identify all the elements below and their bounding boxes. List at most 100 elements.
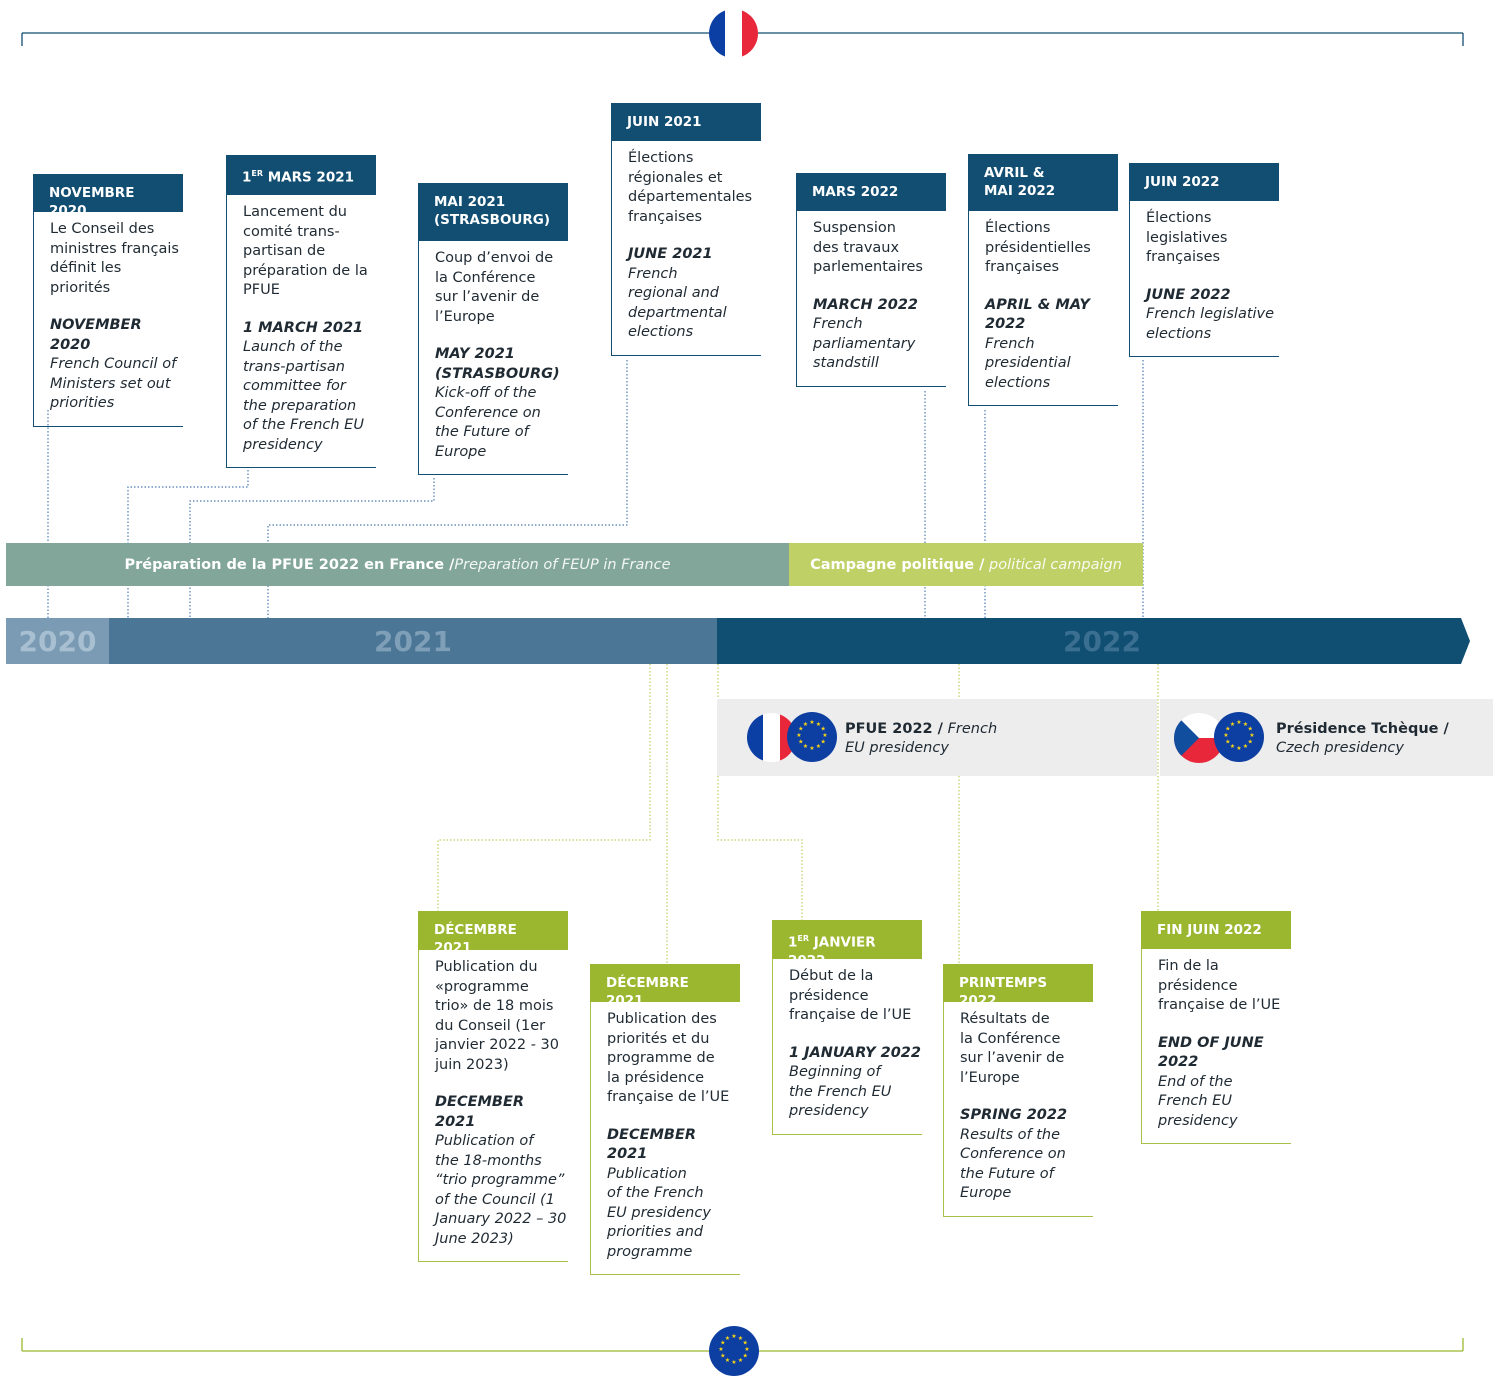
event-body: Suspension des travaux parlementaires MA… (796, 211, 946, 387)
event-text-fr: Le Conseil des ministres français défini… (50, 221, 179, 296)
event-card-decembre-2021-trio: DÉCEMBRE 2021 Publication du «programme … (418, 911, 568, 1262)
presidency-label-czech: Présidence Tchèque / Czech presidency (1276, 721, 1449, 756)
event-header: NOVEMBRE 2020 (33, 174, 183, 219)
event-date-en: DECEMBER 2021 (607, 1126, 697, 1163)
svg-text:★: ★ (1248, 739, 1253, 746)
svg-text:★: ★ (744, 1346, 749, 1353)
event-body: Résultats de la Conférence sur l’avenir … (943, 1002, 1093, 1217)
event-text-en: French Council of Ministers set out prio… (50, 356, 177, 411)
event-text-en: Kick-off of the Conference on the Future… (435, 385, 541, 460)
event-text-en: French parliamentary standstill (813, 316, 916, 371)
event-card-decembre-2021-programme: DÉCEMBRE 2021 Publication des priorités … (590, 964, 740, 1275)
event-body: Lancement du comité trans- partisan de p… (226, 195, 376, 468)
event-text-en: Results of the Conference on the Future … (960, 1126, 1066, 1202)
top-frame (21, 32, 1464, 46)
event-header: 1ER JANVIER 2022 (772, 920, 922, 969)
event-header: AVRIL & MAI 2022 (968, 154, 1118, 211)
svg-text:★: ★ (720, 1353, 725, 1360)
svg-text:★: ★ (743, 1340, 748, 1347)
svg-text:★: ★ (816, 743, 821, 750)
event-card-mars-2022: MARS 2022 Suspension des travaux parleme… (796, 173, 946, 387)
event-text-en: Launch of the trans-partisan committee f… (243, 339, 364, 453)
presidency-box-french: ★★★★ ★★★★ ★★★★ PFUE 2022 / French EU pre… (717, 699, 1157, 776)
period-bar-preparation: Préparation de la PFUE 2022 en France /P… (6, 543, 789, 586)
czech-flag-icon (1174, 713, 1224, 763)
event-text-fr: Élections présidentielles françaises (985, 220, 1091, 275)
event-text-fr: Publication des priorités et du programm… (607, 1011, 730, 1105)
event-text-en: End of the French EU presidency (1158, 1073, 1238, 1129)
event-text-en: French presidential elections (985, 335, 1071, 391)
event-date-en: JUNE 2021 (628, 246, 713, 262)
svg-text:★: ★ (1225, 726, 1230, 733)
svg-text:★: ★ (1249, 732, 1254, 739)
year-2022: 2022 (717, 618, 1457, 664)
svg-text:★: ★ (743, 1353, 748, 1360)
event-header: DÉCEMBRE 2021 (590, 964, 740, 1009)
event-text-fr: Résultats de la Conférence sur l’avenir … (960, 1011, 1065, 1086)
svg-text:★: ★ (1230, 721, 1235, 728)
event-header: 1ER MARS 2021 (226, 155, 376, 195)
svg-text:★: ★ (803, 743, 808, 750)
event-card-juin-2022: JUIN 2022 Élections legislatives françai… (1129, 163, 1279, 357)
event-text-en: Beginning of the French EU presidency (789, 1064, 892, 1119)
timeline-arrow-head (1456, 618, 1470, 664)
svg-text:★: ★ (798, 739, 803, 746)
svg-text:★: ★ (731, 1333, 736, 1340)
event-body: Élections régionales et départementales … (611, 141, 761, 356)
event-body: Élections présidentielles françaises APR… (968, 211, 1118, 406)
event-text-en: Publication of the French EU presidency … (607, 1165, 711, 1260)
svg-text:★: ★ (725, 1357, 730, 1364)
event-card-fin-juin-2022: FIN JUIN 2022 Fin de la présidence franç… (1141, 911, 1291, 1144)
event-body: Publication du «programme trio» de 18 mo… (418, 950, 568, 1262)
svg-text:★: ★ (738, 1357, 743, 1364)
event-date-en: JUNE 2022 (1146, 286, 1231, 303)
event-card-printemps-2022: PRINTEMPS 2022 Résultats de la Conférenc… (943, 964, 1093, 1217)
event-date-en: DECEMBER 2021 (435, 1094, 525, 1130)
event-header: JUIN 2021 (611, 103, 761, 141)
event-body: Fin de la présidence française de l’UE E… (1141, 949, 1291, 1144)
svg-text:★: ★ (798, 726, 803, 733)
event-text-fr: Lancement du comité trans- partisan de p… (243, 204, 368, 298)
event-card-janvier-2022: 1ER JANVIER 2022 Début de la présidence … (772, 920, 922, 1135)
event-text-fr: Élections régionales et départementales … (628, 150, 753, 225)
eu-flag-icon: ★★★★ ★★★★ ★★★★ (1214, 712, 1264, 762)
svg-text:★: ★ (1230, 743, 1235, 750)
event-date-en: NOVEMBER 2020 (50, 317, 142, 353)
event-text-fr: Élections legislatives françaises (1146, 210, 1228, 265)
event-date-en: MAY 2021 (STRASBOURG) (435, 346, 560, 382)
event-body: Coup d’envoi de la Conférence sur l’aven… (418, 241, 568, 475)
svg-text:★: ★ (720, 1340, 725, 1347)
year-2021: 2021 (109, 618, 717, 664)
svg-text:★: ★ (1248, 726, 1253, 733)
svg-text:★: ★ (803, 721, 808, 728)
event-text-fr: Début de la présidence française de l’UE (789, 968, 912, 1023)
svg-text:★: ★ (1236, 719, 1241, 726)
eu-flag-icon: ★★★★ ★★★★ ★★★★ (709, 1326, 759, 1376)
event-header: FIN JUIN 2022 (1141, 911, 1291, 949)
event-header: JUIN 2022 (1129, 163, 1279, 201)
event-text-en: French regional and departmental electio… (628, 265, 727, 341)
svg-text:★: ★ (816, 721, 821, 728)
event-card-novembre-2020: NOVEMBRE 2020 Le Conseil des ministres f… (33, 174, 183, 427)
event-card-mai-2021: MAI 2021 (STRASBOURG) Coup d’envoi de la… (418, 183, 568, 475)
event-body: Le Conseil des ministres français défini… (33, 212, 183, 427)
event-text-fr: Publication du «programme trio» de 18 mo… (435, 959, 560, 1073)
eu-flag-icon: ★★★★ ★★★★ ★★★★ (787, 712, 837, 762)
event-text-fr: Coup d’envoi de la Conférence sur l’aven… (435, 250, 554, 325)
event-header: DÉCEMBRE 2021 (418, 911, 568, 956)
svg-text:★: ★ (1225, 739, 1230, 746)
svg-text:★: ★ (821, 739, 826, 746)
svg-text:★: ★ (725, 1335, 730, 1342)
event-text-en: French legislative elections (1146, 306, 1275, 342)
presidency-label-french: PFUE 2022 / French EU presidency (845, 721, 998, 756)
event-body: Élections legislatives françaises JUNE 2… (1129, 201, 1279, 357)
svg-text:★: ★ (1243, 721, 1248, 728)
event-header: MAI 2021 (STRASBOURG) (418, 183, 568, 241)
event-text-en: Publication of the 18-months “trio progr… (435, 1133, 567, 1247)
svg-text:★: ★ (718, 1346, 723, 1353)
event-header: MARS 2022 (796, 173, 946, 211)
svg-text:★: ★ (821, 726, 826, 733)
event-body: Publication des priorités et du programm… (590, 1002, 740, 1275)
event-header: PRINTEMPS 2022 (943, 964, 1093, 1009)
event-card-avril-mai-2022: AVRIL & MAI 2022 Élections présidentiell… (968, 154, 1118, 406)
